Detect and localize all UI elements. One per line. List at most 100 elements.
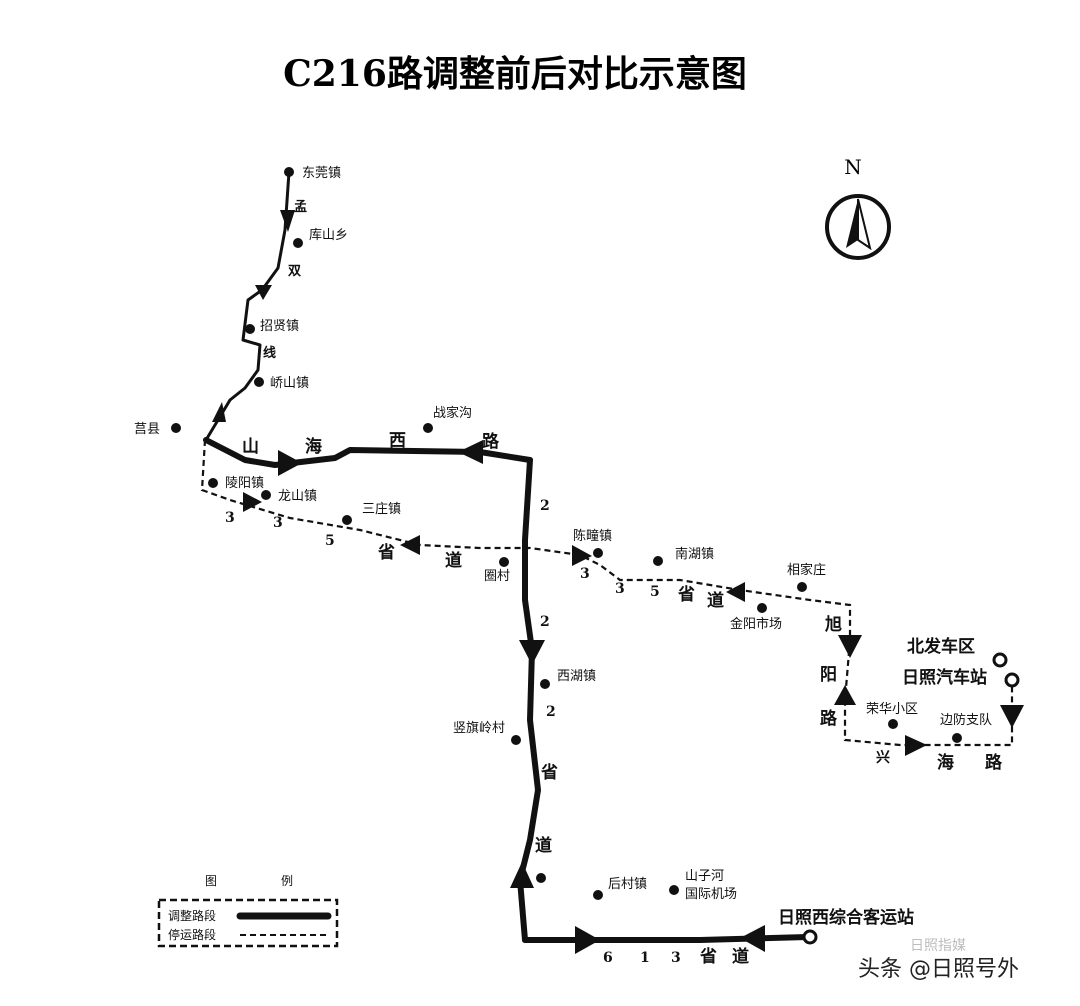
stop-dot [593, 548, 603, 558]
arrow-down-2 [255, 285, 272, 300]
stop-dot [593, 890, 603, 900]
road-s613-sheng: 省 [699, 946, 717, 967]
road-s335-dao: 道 [445, 550, 462, 571]
legend-adjusted: 调整路段 [168, 908, 216, 923]
road-s613-3: 3 [671, 950, 681, 966]
stop-dot [797, 582, 807, 592]
place-xihu: 西湖镇 [557, 669, 596, 684]
map-title: C216路调整前后对比示意图 [283, 53, 747, 95]
road-e335-3a: 3 [580, 566, 590, 582]
stop-dot [536, 873, 546, 883]
stop-dot [653, 556, 663, 566]
d-arrow-6 [834, 685, 856, 705]
compass-needle-light [857, 198, 872, 251]
road-xian: 线 [263, 345, 276, 361]
stop-dot [952, 733, 962, 743]
place-chenqi: 陈疃镇 [573, 528, 612, 544]
terminal-rizhao [1004, 672, 1020, 688]
route-arrows [212, 210, 765, 954]
stop-dot [888, 719, 898, 729]
road-shuang: 双 [288, 264, 301, 279]
legend-box [157, 898, 339, 948]
road-lu: 路 [482, 431, 500, 452]
place-xiangjiazhuang: 相家庄 [787, 562, 826, 578]
north-label: N [844, 155, 862, 179]
arrow-right-2 [575, 926, 600, 954]
road-xu: 旭 [824, 614, 842, 635]
road-xing: 兴 [876, 749, 890, 766]
dashed-east-loop [843, 639, 1014, 747]
d-arrow-5 [838, 635, 862, 658]
arrow-up-2 [510, 862, 534, 888]
road-s613-dao: 道 [732, 946, 749, 967]
stop-dot [757, 603, 767, 613]
d-arrow-4 [726, 582, 745, 602]
place-shuqiling: 竖旗岭村 [453, 720, 505, 736]
road-shan: 山 [242, 437, 259, 457]
terminals [802, 652, 1020, 945]
road-s335-3b: 3 [273, 515, 283, 531]
road-s222-dao: 道 [535, 835, 552, 856]
watermark-faint: 日照指媒 [910, 938, 966, 954]
d-arrow-3 [572, 545, 592, 566]
road-e335-3b: 3 [615, 581, 625, 597]
road-hai: 海 [305, 436, 322, 457]
watermark-text: 头条 @日照号外 [858, 957, 1019, 982]
stop-dot [261, 490, 271, 500]
place-longshan: 龙山镇 [278, 489, 317, 504]
adjusted-routes [203, 170, 811, 943]
north-compass: N [825, 155, 891, 260]
place-rizhao-station: 日照汽车站 [902, 667, 987, 688]
place-dongguan: 东莞镇 [302, 166, 341, 181]
road-e335-5: 5 [650, 584, 660, 600]
stop-dot [293, 238, 303, 248]
road-s335-sheng: 省 [377, 542, 395, 563]
stopped-routes [200, 439, 1014, 747]
road-e335-sheng: 省 [677, 584, 695, 605]
d-arrow-1 [243, 492, 262, 512]
arrow-left-1 [458, 440, 483, 464]
compass-needle-dark [846, 199, 858, 248]
stop-dot [423, 423, 433, 433]
legend-title-2: 例 [281, 874, 293, 888]
place-nanhu: 南湖镇 [675, 546, 714, 562]
place-beifa: 北发车区 [907, 636, 975, 657]
place-zhanjiagou: 战家沟 [433, 405, 472, 421]
arrow-up-1 [212, 402, 226, 422]
arrow-left-2 [740, 925, 765, 952]
road-s335-5: 5 [325, 533, 335, 549]
stop-dot [669, 885, 679, 895]
stop-dot [499, 557, 509, 567]
road-labels: 孟 双 线 山 海 西 路 3 3 5 省 道 3 3 5 省 道 2 2 2 … [225, 200, 1003, 967]
place-zhaoxian: 招贤镇 [260, 319, 299, 334]
legend-stopped: 停运路段 [168, 927, 216, 942]
terminal-beifa [992, 652, 1008, 668]
place-jinyang: 金阳市场 [730, 616, 782, 632]
dashed-s335 [200, 439, 852, 640]
road-s613-1: 1 [640, 950, 650, 966]
road-s613-6: 6 [603, 950, 613, 966]
dashed-arrows [243, 492, 1024, 756]
road-s222-2b: 2 [540, 614, 550, 630]
stop-dot [511, 735, 521, 745]
stop-dot [171, 423, 181, 433]
d-arrow-8 [1000, 705, 1024, 728]
compass-ring [825, 194, 891, 260]
terminal-rizhao-west [802, 929, 818, 945]
place-sanzhuang: 三庄镇 [362, 501, 401, 517]
road-lu3: 路 [985, 752, 1003, 773]
north-line [204, 170, 291, 442]
road-s222-sheng: 省 [540, 762, 558, 783]
place-rongmei: 荣华小区 [866, 702, 918, 717]
road-xi: 西 [389, 431, 406, 451]
road-e335-dao: 道 [707, 590, 724, 611]
watermark: 日照指媒 头条 @日照号外 [858, 938, 1019, 982]
arrow-down-3 [519, 640, 545, 665]
road-lu2: 路 [820, 708, 838, 729]
place-rizhao-west: 日照西综合客运站 [778, 907, 914, 928]
s613-road [522, 934, 811, 943]
d-arrow-2 [400, 535, 420, 555]
place-lingyang: 陵阳镇 [225, 476, 264, 491]
place-kushan: 库山乡 [309, 227, 348, 243]
stop-dot [254, 377, 264, 387]
